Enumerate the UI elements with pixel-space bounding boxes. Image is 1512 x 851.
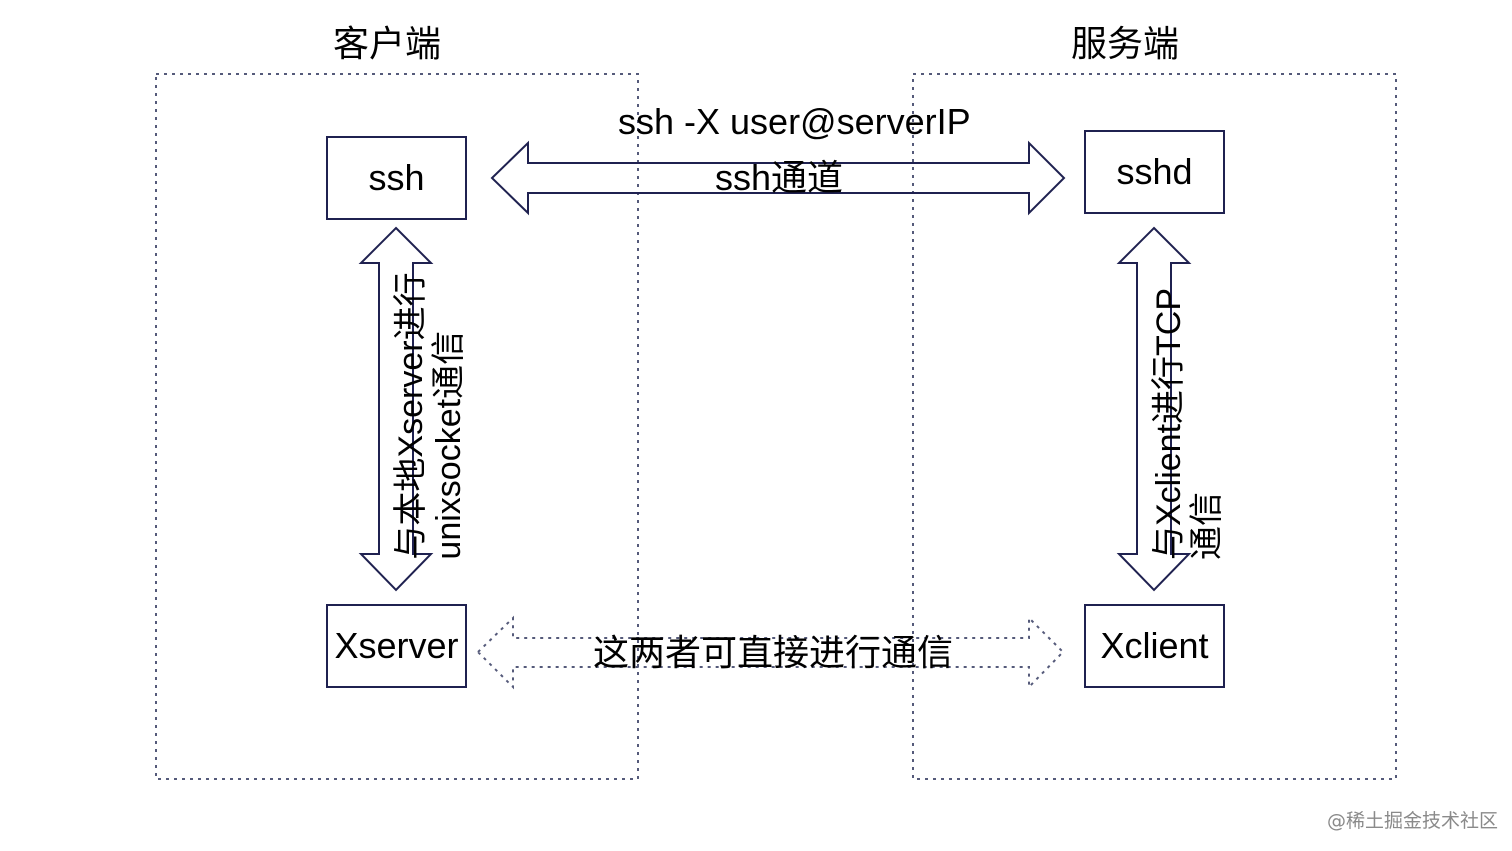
watermark: @稀土掘金技术社区 <box>1327 810 1499 832</box>
client-link-arrow <box>358 226 434 592</box>
xserver-node-label: Xserver <box>334 625 459 666</box>
client-link-label-line1: 与本地Xserver进行 <box>392 272 430 560</box>
direct-link-label: 这两者可直接进行通信 <box>593 632 954 673</box>
ssh-tunnel-arrow <box>490 140 1066 216</box>
server-region <box>912 73 1397 780</box>
ssh-box <box>326 136 467 220</box>
xclient-box <box>1084 604 1225 688</box>
server-link-label: 与Xclient进行TCP 通信 <box>1150 288 1226 560</box>
client-link-label: 与本地Xserver进行 unixsocket通信 <box>392 272 468 559</box>
xserver-box <box>326 604 467 688</box>
ssh-node-label: ssh <box>368 157 425 198</box>
sshd-node-label: sshd <box>1116 151 1193 192</box>
ssh-command-label: ssh -X user@serverIP <box>618 101 971 142</box>
client-region <box>155 73 639 780</box>
server-link-label-line1: 与Xclient进行TCP <box>1150 287 1188 561</box>
ssh-tunnel-label: ssh通道 <box>715 157 844 198</box>
server-link-label-line2: 通信 <box>1188 492 1226 561</box>
sshd-box <box>1084 130 1225 214</box>
xclient-node-label: Xclient <box>1100 625 1209 666</box>
server-region-title: 服务端 <box>1071 23 1180 64</box>
client-region-title: 客户端 <box>333 23 442 64</box>
server-link-arrow <box>1116 226 1192 592</box>
client-link-label-line2: unixsocket通信 <box>430 330 468 560</box>
